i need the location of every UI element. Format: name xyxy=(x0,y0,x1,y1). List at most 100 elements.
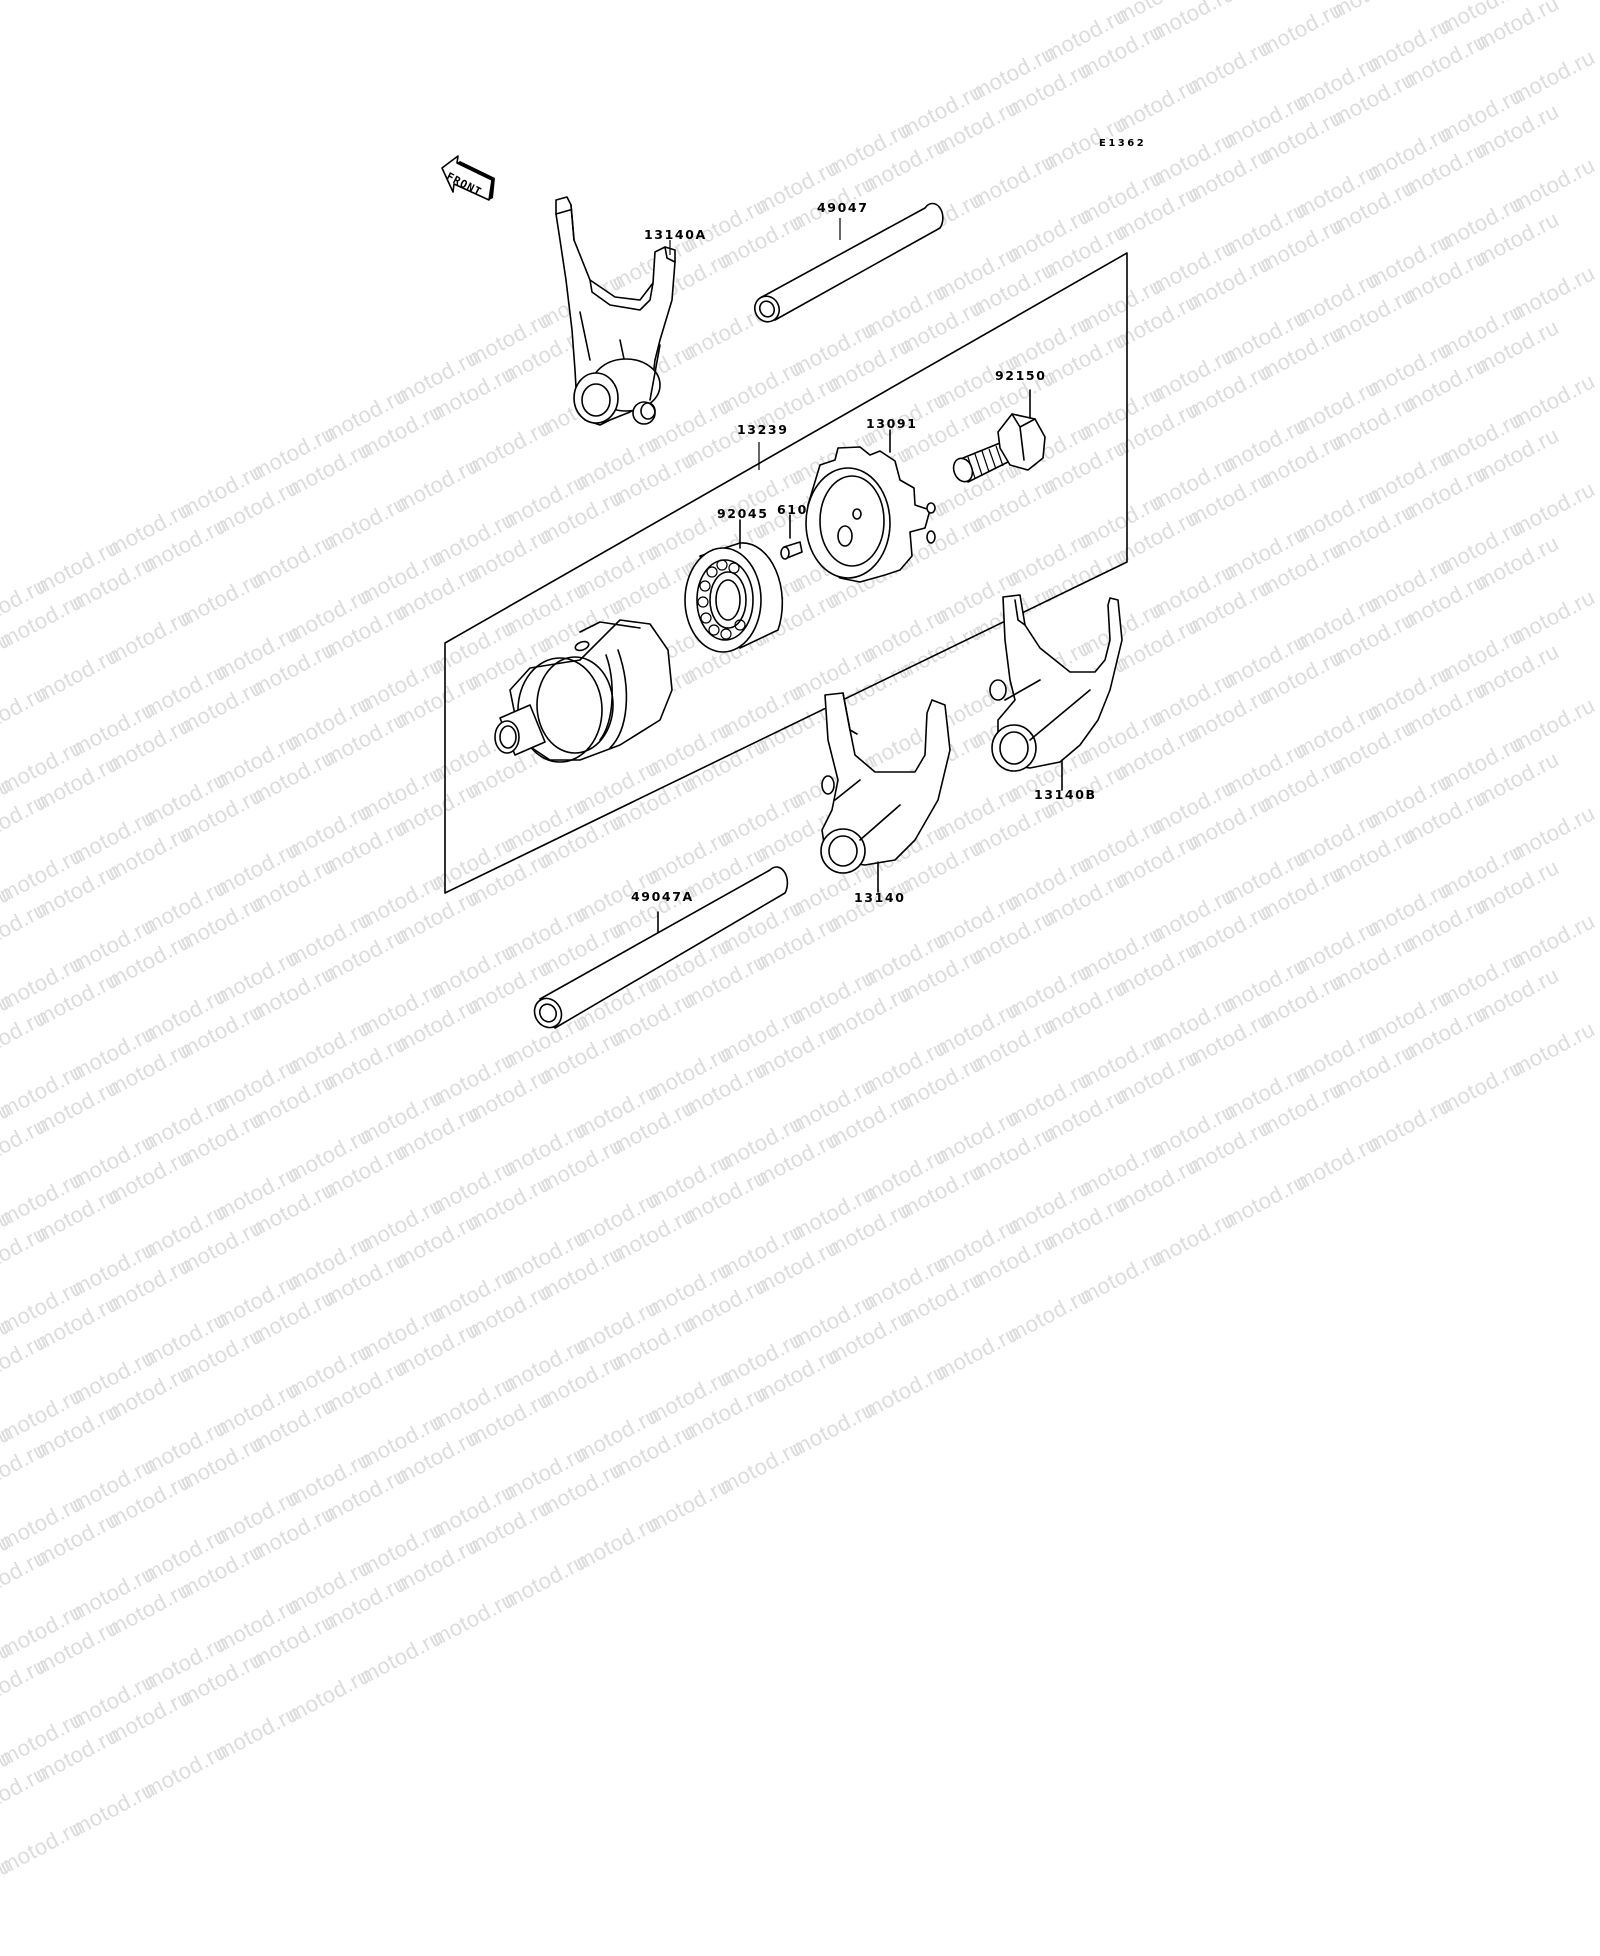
pin-610[interactable] xyxy=(780,514,803,560)
shift-drum[interactable] xyxy=(494,619,673,763)
watermark-text: motod.ru xyxy=(67,1776,160,1841)
watermark-text: motod.ru xyxy=(499,1224,592,1289)
part-label-13140B[interactable]: 13140B xyxy=(1034,787,1097,802)
watermark-text: motod.ru xyxy=(715,1434,808,1499)
watermark-text: motod.ru xyxy=(0,1598,88,1663)
watermark-text: motod.ru xyxy=(283,1446,376,1511)
watermark-text: motod.ru xyxy=(355,1624,448,1689)
drum-plate-13091[interactable] xyxy=(805,429,936,583)
watermark-text: motod.ru xyxy=(679,1272,772,1337)
watermark-text: motod.ru xyxy=(463,1386,556,1451)
watermark-text: motod.ru xyxy=(139,1522,232,1587)
assembly-frame xyxy=(444,252,1128,894)
watermark-text: motod.ru xyxy=(247,1392,340,1457)
watermark-text: motod.ru xyxy=(391,1532,484,1597)
watermark-text: motod.ru xyxy=(751,1342,844,1407)
watermark-text: motod.ru xyxy=(139,1306,232,1371)
watermark-text: motod.ru xyxy=(67,1344,160,1409)
watermark-text: motod.ru xyxy=(787,1288,880,1353)
watermark-text: motod.ru xyxy=(0,1852,16,1917)
watermark-text: motod.ru xyxy=(499,1548,592,1613)
shift-fork-13140[interactable] xyxy=(820,692,951,893)
watermark-text: motod.ru xyxy=(103,1360,196,1425)
watermark-text: motod.ru xyxy=(535,1240,628,1305)
part-label-610[interactable]: 610 xyxy=(777,502,808,517)
watermark-text: motod.ru xyxy=(355,1300,448,1365)
watermark-text: motod.ru xyxy=(0,1744,16,1809)
watermark-text: motod.ru xyxy=(0,1652,52,1717)
part-label-49047[interactable]: 49047 xyxy=(817,200,869,215)
watermark-text: motod.ru xyxy=(571,1294,664,1359)
watermark-text: motod.ru xyxy=(607,1202,700,1267)
front-direction-arrow-icon xyxy=(441,155,495,201)
watermark-text: motod.ru xyxy=(103,1252,196,1317)
shift-rod-49047A[interactable] xyxy=(529,866,789,1032)
watermark-text: motod.ru xyxy=(67,1560,160,1625)
watermark-text: motod.ru xyxy=(283,1338,376,1403)
watermark-text: motod.ru xyxy=(751,1234,844,1299)
watermark-text: motod.ru xyxy=(31,1290,124,1355)
watermark-text: motod.ru xyxy=(175,1214,268,1279)
watermark-text: motod.ru xyxy=(319,1246,412,1311)
part-label-92045[interactable]: 92045 xyxy=(717,506,769,521)
watermark-text: motod.ru xyxy=(139,1414,232,1479)
watermark-text: motod.ru xyxy=(571,1510,664,1575)
watermark-text: motod.ru xyxy=(103,1684,196,1749)
watermark-text: motod.ru xyxy=(67,1236,160,1301)
bolt-92150[interactable] xyxy=(950,389,1046,484)
watermark-text: motod.ru xyxy=(679,1380,772,1445)
watermark-text: motod.ru xyxy=(175,1646,268,1711)
watermark-text: motod.ru xyxy=(319,1354,412,1419)
watermark-text: motod.ru xyxy=(823,1196,916,1261)
watermark-text: motod.ru xyxy=(283,1230,376,1295)
part-label-13140A[interactable]: 13140A xyxy=(644,227,707,242)
shift-rod-49047[interactable] xyxy=(750,202,944,326)
watermark-text: motod.ru xyxy=(571,1402,664,1467)
watermark-text: motod.ru xyxy=(139,1198,232,1263)
watermark-text: motod.ru xyxy=(391,1424,484,1489)
watermark-text: motod.ru xyxy=(391,1208,484,1273)
watermark-text: motod.ru xyxy=(211,1268,304,1333)
watermark-text: motod.ru xyxy=(931,1212,1024,1277)
watermark-text: motod.ru xyxy=(67,1452,160,1517)
watermark-text: motod.ru xyxy=(0,1382,88,1447)
watermark-text: motod.ru xyxy=(0,1204,16,1269)
leader-lines xyxy=(669,218,841,470)
watermark-text: motod.ru xyxy=(247,1284,340,1349)
watermark-text: motod.ru xyxy=(31,1722,124,1787)
part-label-13140[interactable]: 13140 xyxy=(854,890,906,905)
watermark-text: motod.ru xyxy=(31,1506,124,1571)
part-label-49047A[interactable]: 49047A xyxy=(631,889,694,904)
shift-fork-13140A[interactable] xyxy=(555,196,676,426)
watermark-text: motod.ru xyxy=(103,1576,196,1641)
watermark-text: motod.ru xyxy=(31,1614,124,1679)
ball-bearing-92045[interactable] xyxy=(684,519,784,653)
watermark-text: motod.ru xyxy=(0,1312,16,1377)
watermark-text: motod.ru xyxy=(175,1538,268,1603)
watermark-text: motod.ru xyxy=(0,1636,16,1701)
part-label-13239[interactable]: 13239 xyxy=(737,422,789,437)
watermark-text: motod.ru xyxy=(499,1332,592,1397)
watermark-text: motod.ru xyxy=(211,1700,304,1765)
watermark-text: motod.ru xyxy=(0,1544,52,1609)
watermark-text: motod.ru xyxy=(355,1408,448,1473)
part-label-92150[interactable]: 92150 xyxy=(995,368,1047,383)
watermark-text: motod.ru xyxy=(643,1472,736,1537)
watermark-text: motod.ru xyxy=(823,1304,916,1369)
watermark-text: motod.ru xyxy=(391,1316,484,1381)
watermark-text: motod.ru xyxy=(175,1322,268,1387)
watermark-text: motod.ru xyxy=(427,1370,520,1435)
part-label-13091[interactable]: 13091 xyxy=(866,416,918,431)
watermark-text: motod.ru xyxy=(0,1274,88,1339)
watermark-text: motod.ru xyxy=(67,1668,160,1733)
watermark-text: motod.ru xyxy=(643,1364,736,1429)
watermark-text: motod.ru xyxy=(0,1220,52,1285)
diagram-drawing xyxy=(441,155,1128,1032)
shift-fork-13140B[interactable] xyxy=(989,594,1123,791)
watermark-text: motod.ru xyxy=(175,1430,268,1495)
watermark-text: motod.ru xyxy=(0,1706,88,1771)
watermark-text: motod.ru xyxy=(283,1662,376,1727)
watermark-text: motod.ru xyxy=(1003,1282,1096,1347)
watermark-text: motod.ru xyxy=(319,1570,412,1635)
